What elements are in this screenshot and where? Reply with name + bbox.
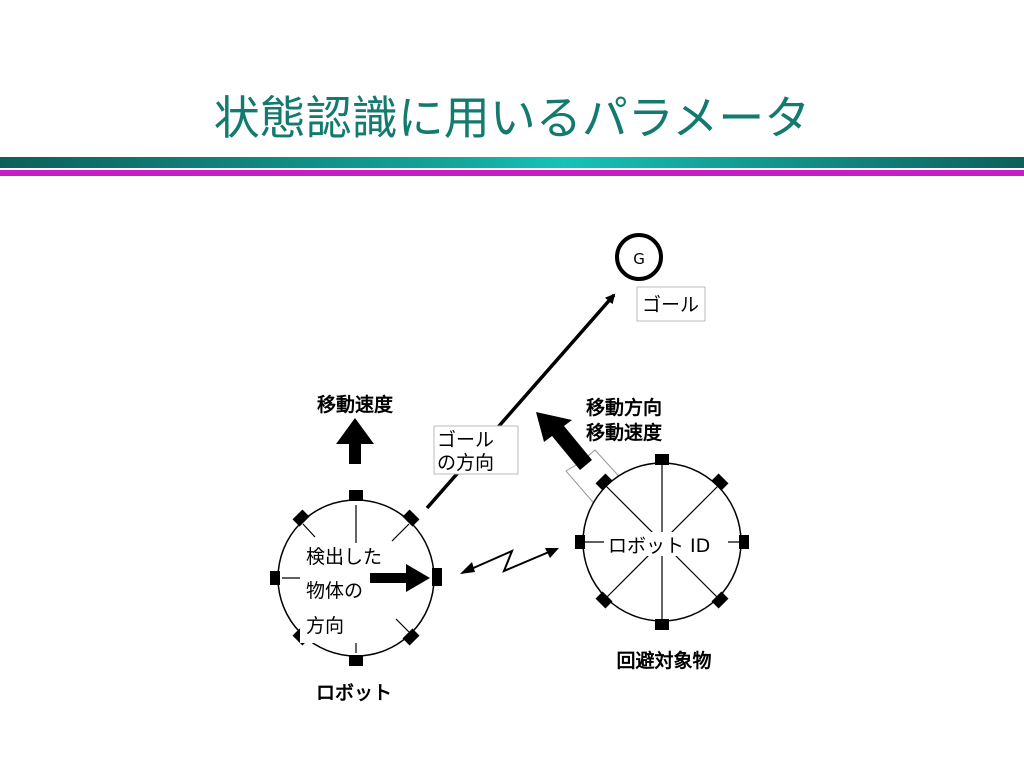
robot-sensor: [292, 509, 310, 527]
robot-sensor: [349, 490, 363, 501]
communication-arrow-head: [460, 562, 475, 574]
title-underline-teal: [0, 157, 1024, 168]
obstacle-speed-label: 移動速度: [586, 421, 663, 444]
detected-label-line1: 検出した: [306, 546, 382, 568]
robot-label: ロボット: [316, 682, 392, 704]
robot-sensor: [270, 571, 280, 585]
robot-speed-arrow: [336, 418, 374, 464]
obstacle-sensor: [595, 473, 613, 491]
obstacle-robot: ロボット ID: [575, 454, 749, 630]
detected-label-line3: 方向: [306, 615, 344, 637]
communication-arrow-head: [545, 548, 559, 558]
obstacle-sensor: [711, 591, 729, 609]
detected-direction-arrow: [370, 564, 430, 592]
obstacle-sensor: [595, 591, 613, 609]
robot-spoke: [391, 523, 410, 542]
goal-symbol: G: [633, 250, 645, 268]
communication-zigzag: [461, 548, 557, 574]
robot-speed-label: 移動速度: [317, 393, 394, 416]
detected-label-line2: 物体の: [306, 580, 363, 602]
robot-sensor: [402, 628, 420, 646]
robot-spoke: [395, 618, 410, 633]
robot-sensor: [432, 568, 442, 586]
robot-sensor: [349, 655, 363, 666]
goal-direction-label-line1: ゴール: [437, 429, 494, 451]
obstacle-sensor: [655, 619, 669, 630]
goal-circle: [615, 233, 663, 281]
obstacle-direction-label: 移動方向: [586, 396, 662, 419]
detected-label-bg: [300, 543, 392, 643]
obstacle-sensor: [655, 454, 669, 465]
robot-spoke: [302, 523, 316, 538]
robot: 検出した 物体の 方向: [270, 490, 442, 666]
robot-id-label-bg: [604, 532, 728, 556]
goal-label: ゴール: [642, 294, 699, 316]
obstacle-sensor: [575, 535, 585, 549]
robot-id-label: ロボット ID: [608, 535, 710, 557]
obstacle-sensor: [711, 473, 729, 491]
robot-sensor: [402, 509, 420, 527]
goal-direction-label-box: [433, 425, 519, 475]
goal-direction-label-line2: の方向: [437, 452, 494, 474]
slide-title: 状態認識に用いるパラメータ: [213, 91, 811, 145]
obstacle-movement-arrow: [536, 412, 592, 470]
goal-label-box: [636, 286, 706, 322]
title-underline-magenta: [0, 170, 1024, 176]
obstacle-label: 回避対象物: [616, 649, 711, 672]
obstacle-sensor: [739, 535, 749, 549]
goal-node: G: [615, 233, 663, 281]
